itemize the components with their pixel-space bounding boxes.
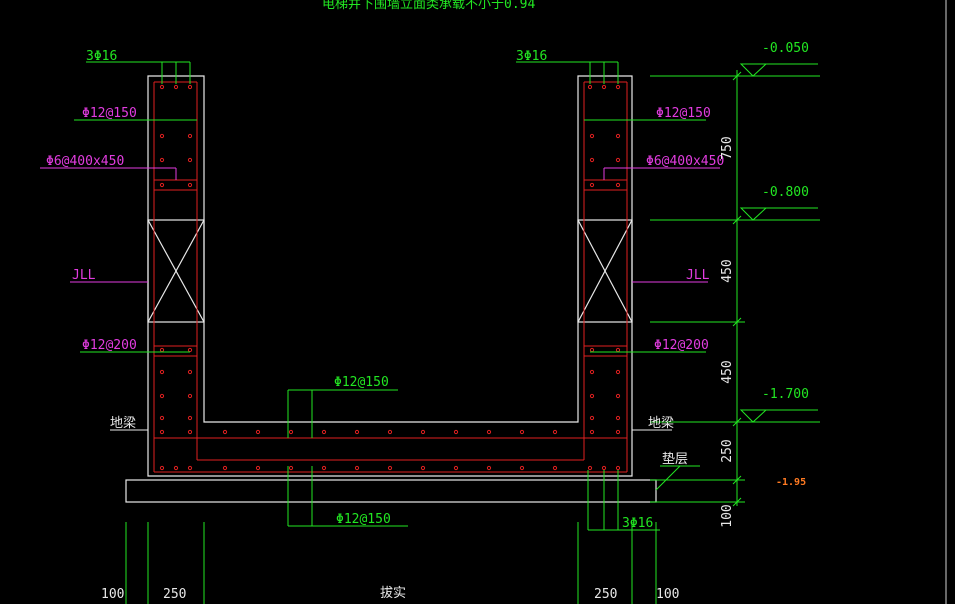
right-ground-beam-label: 地梁 (648, 416, 674, 431)
right-stirrup-upper-label: Φ12@150 (656, 106, 711, 121)
left-beam-label: JLL (72, 268, 96, 283)
top-left-bars-label: 3Φ16 (86, 49, 117, 64)
dim-450-lower: 450 (720, 360, 735, 383)
elevation-4: -1.95 (776, 477, 806, 488)
fill-label: 拔实 (380, 586, 406, 601)
bottom-dim-right-100: 100 (656, 587, 679, 602)
dim-250: 250 (720, 439, 735, 462)
elevation-2: -0.800 (762, 185, 809, 200)
bottom-dim-left-250: 250 (163, 587, 186, 602)
dim-100: 100 (720, 504, 735, 527)
slab-top-label: Φ12@150 (334, 375, 389, 390)
rebar-lines (153, 81, 628, 473)
magenta-leaders (40, 167, 720, 283)
bottom-dim-right-250: 250 (594, 587, 617, 602)
slab-bottom-label: Φ12@150 (336, 512, 391, 527)
left-stirrup-lower-label: Φ12@200 (82, 338, 137, 353)
left-stirrup-upper-label: Φ12@150 (82, 106, 137, 121)
right-beam-label: JLL (686, 268, 710, 283)
top-note: 电梯井下围墙立面类承载不小于0.94 (322, 0, 535, 12)
left-ground-beam-label: 地梁 (110, 416, 136, 431)
bottom-dim-left-100: 100 (101, 587, 124, 602)
elevation-1: -0.050 (762, 41, 809, 56)
left-tie-label: Φ6@400x450 (46, 154, 124, 169)
bottom-bars-label: 3Φ16 (622, 516, 653, 531)
top-right-bars-label: 3Φ16 (516, 49, 547, 64)
dim-750: 750 (720, 136, 735, 159)
cushion-label: 垫层 (662, 451, 688, 467)
elevation-3: -1.700 (762, 387, 809, 402)
right-tie-label: Φ6@400x450 (646, 154, 724, 169)
pit-outline (125, 75, 657, 503)
rebar-dots (159, 84, 621, 471)
leader-lines (74, 61, 820, 604)
dim-450-upper: 450 (720, 259, 735, 282)
right-stirrup-lower-label: Φ12@200 (654, 338, 709, 353)
